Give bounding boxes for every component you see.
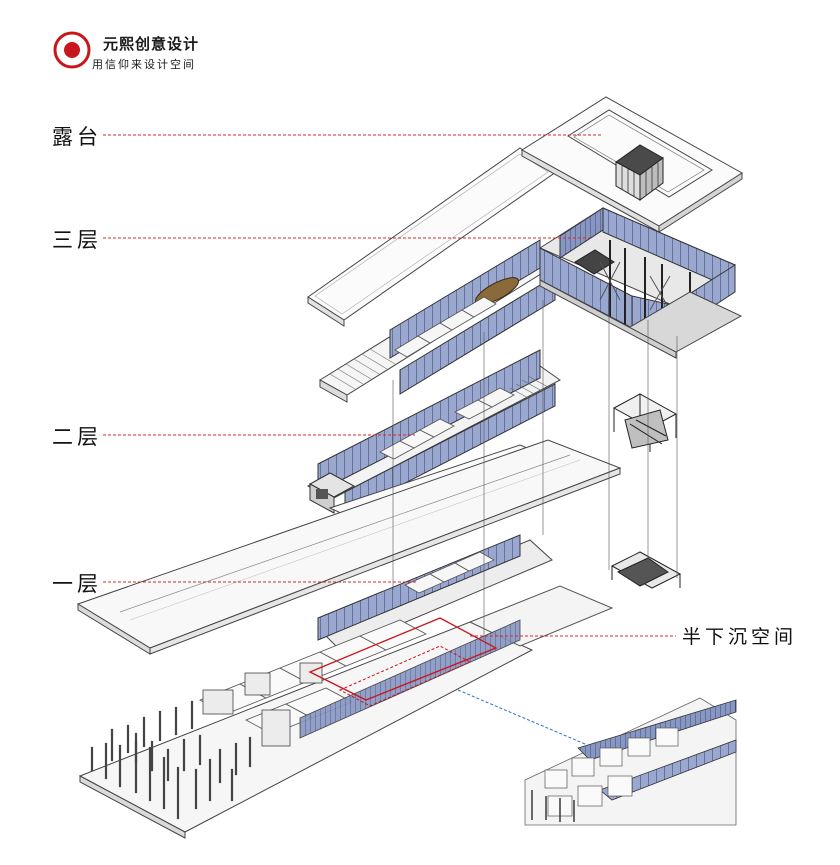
label-second-floor: 二层 xyxy=(52,425,102,449)
label-third-floor: 三层 xyxy=(52,228,102,252)
first-floor-level xyxy=(76,439,682,655)
label-terrace: 露台 xyxy=(52,125,102,149)
label-sunken-space: 半下沉空间 xyxy=(682,626,798,648)
terrace-level xyxy=(307,96,743,327)
sunken-detail-inset xyxy=(524,697,737,826)
brand-slogan: 用信仰来设计空间 xyxy=(92,58,196,71)
alignment-lines xyxy=(392,300,678,640)
brand-logo-icon xyxy=(53,31,91,69)
leader-lines xyxy=(103,134,676,745)
base-level xyxy=(78,585,614,839)
brand-title: 元熙创意设计 xyxy=(103,35,200,53)
label-first-floor: 一层 xyxy=(52,572,102,596)
third-floor-level xyxy=(319,207,743,403)
